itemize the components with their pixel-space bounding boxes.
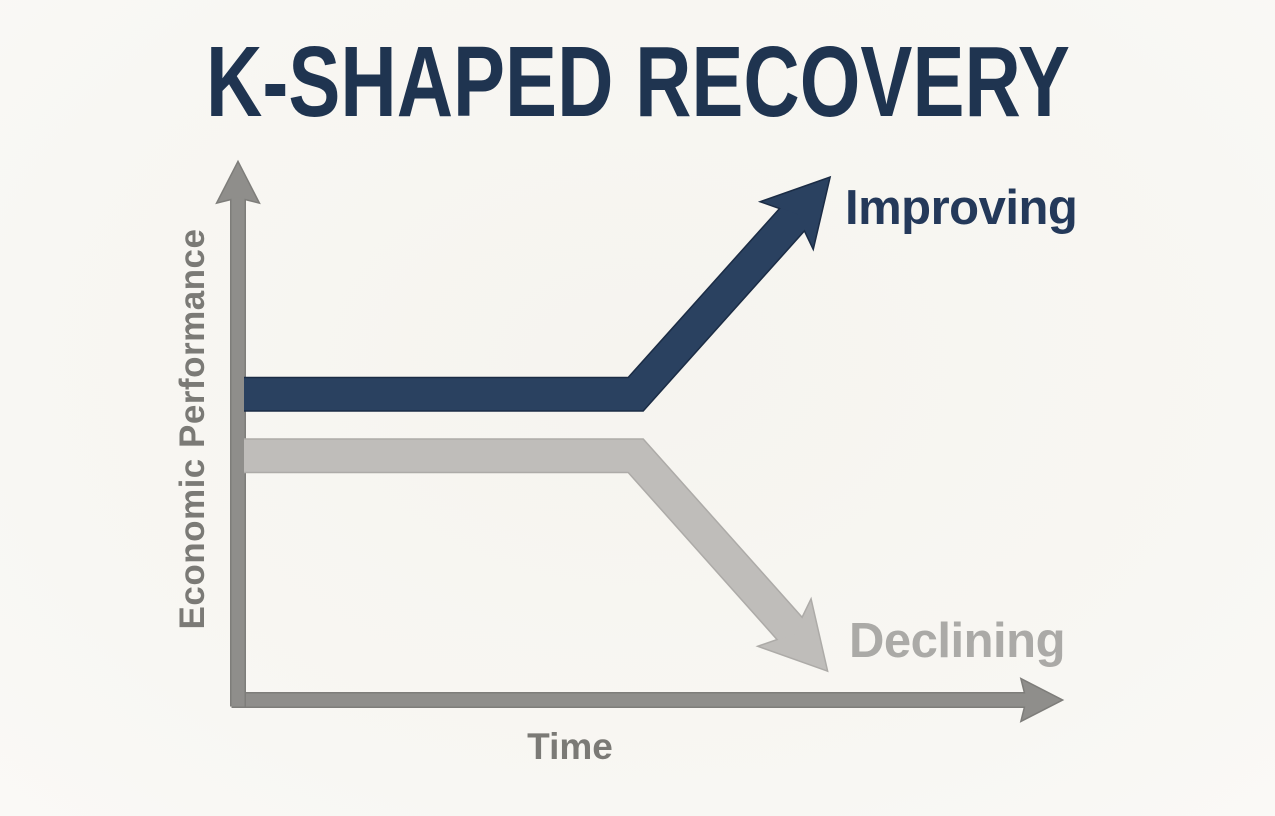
- improving-arrow-shaft: [244, 203, 810, 411]
- declining-arrow-head: [760, 601, 827, 670]
- declining-series-label: Declining: [849, 614, 1066, 668]
- declining-arrow: [244, 438, 829, 673]
- declining-arrow-shaft: [244, 439, 807, 645]
- x-axis-label: Time: [527, 726, 613, 767]
- y-axis-label: Economic Performance: [173, 228, 212, 630]
- improving-arrow: [244, 175, 832, 412]
- y-axis-arrow: [215, 159, 261, 707]
- x-axis-arrow: [231, 677, 1065, 723]
- improving-series-label: Improving: [845, 181, 1078, 235]
- improving-arrow-head: [762, 178, 830, 248]
- y-axis-arrow-head: [218, 163, 258, 202]
- x-axis-arrow-head: [1022, 680, 1061, 720]
- page-title: K-SHAPED RECOVERY: [205, 26, 1070, 138]
